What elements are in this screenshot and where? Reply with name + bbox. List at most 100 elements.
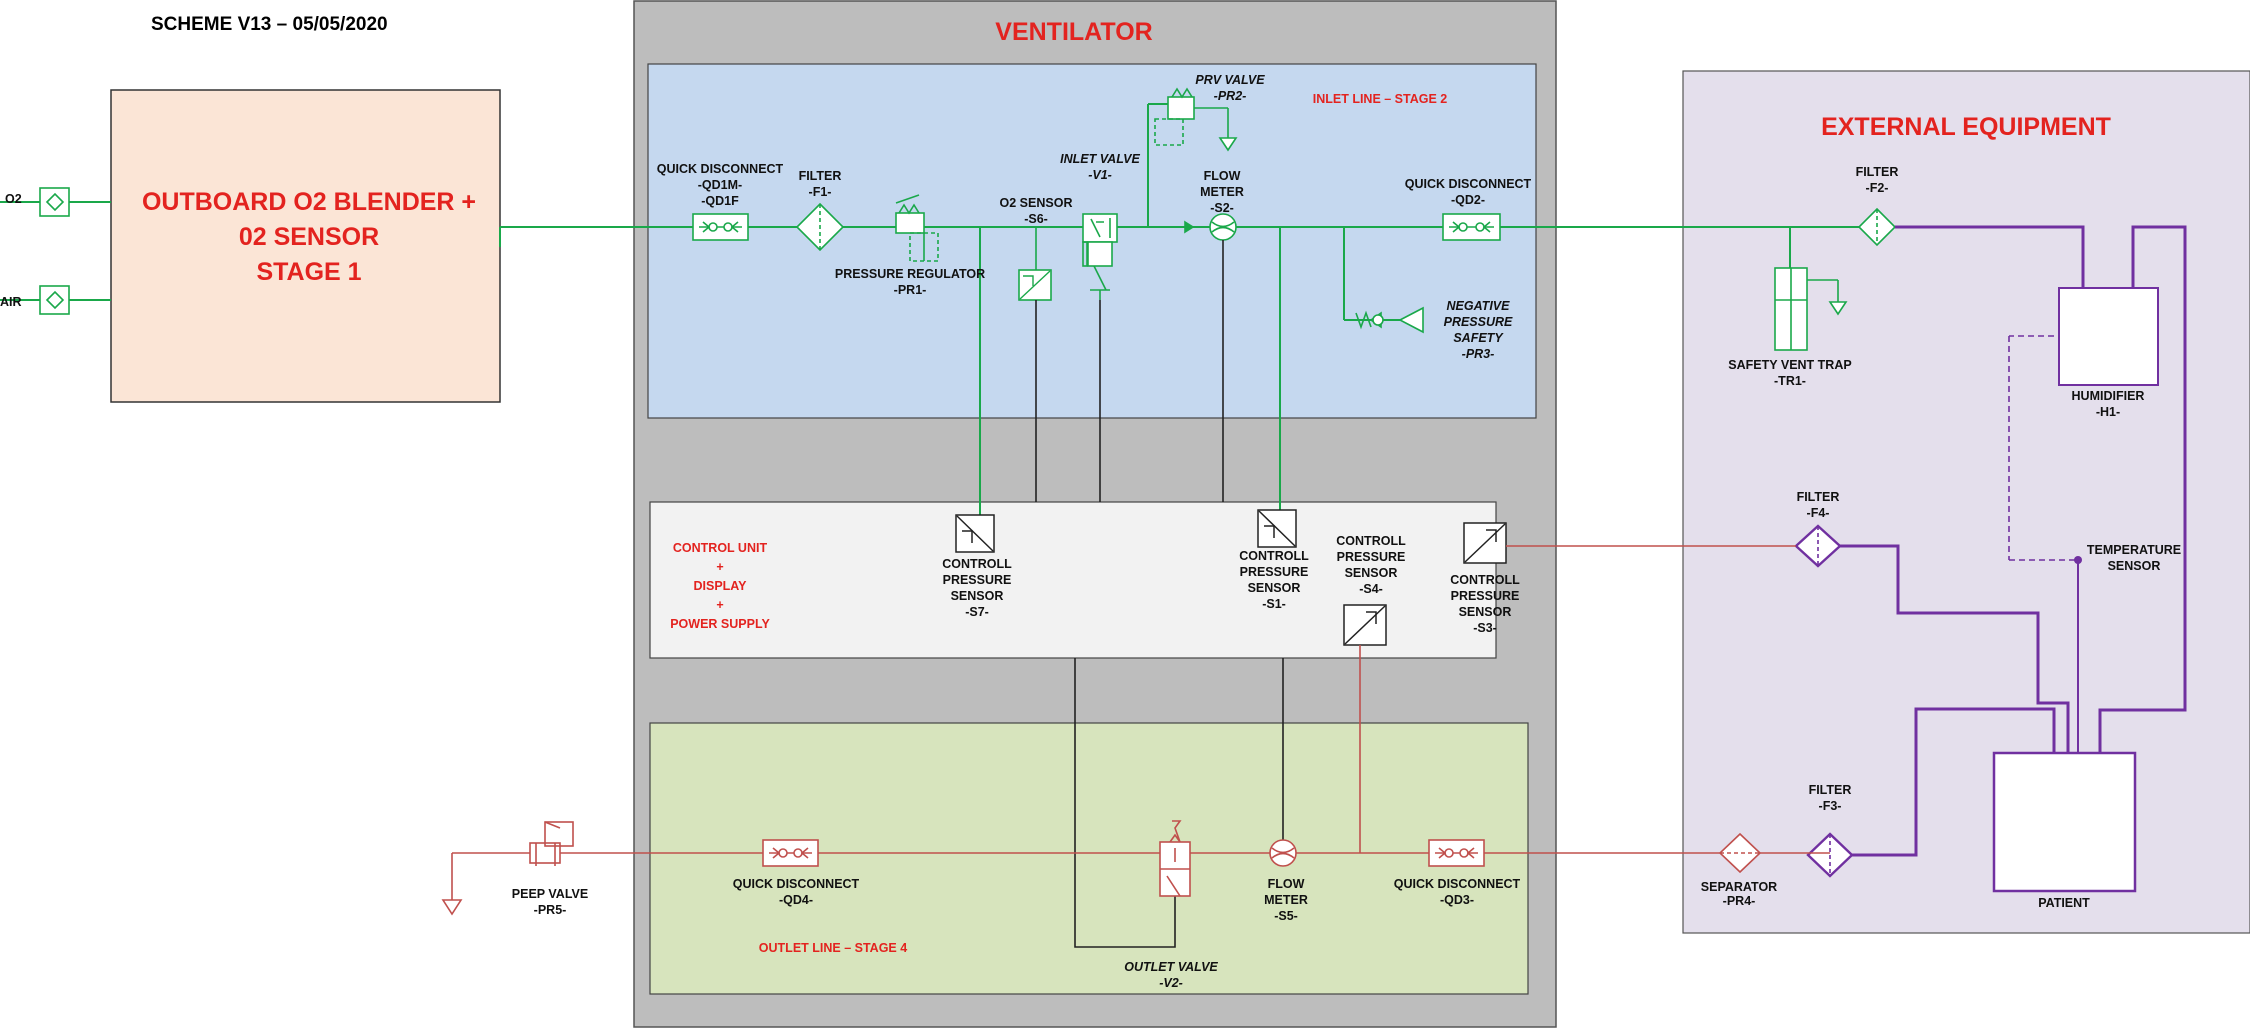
patient-circuit-piping <box>1836 225 2187 857</box>
svg-text:FILTER: FILTER <box>1797 490 1840 504</box>
qd1-label: QUICK DISCONNECT -QD1M- -QD1F <box>657 162 784 208</box>
temperature-sensor-label: TEMPERATURE SENSOR <box>2087 543 2181 573</box>
s4-label: CONTROLL PRESSURE SENSOR -S4- <box>1336 534 1406 596</box>
svg-text:-QD3-: -QD3- <box>1440 893 1474 907</box>
v2-outlet-valve-icon <box>1159 820 1191 897</box>
inlet-stage-label: INLET LINE – STAGE 2 <box>1313 92 1448 106</box>
pr3-negative-pressure-safety-icon <box>1355 306 1424 334</box>
svg-text:SENSOR: SENSOR <box>951 589 1004 603</box>
patient-box <box>1992 751 2137 893</box>
svg-text:OUTBOARD O2 BLENDER +: OUTBOARD O2 BLENDER + <box>142 188 476 216</box>
air-input-label: AIR <box>0 295 22 309</box>
svg-text:-F2-: -F2- <box>1866 181 1889 195</box>
svg-text:QUICK DISCONNECT: QUICK DISCONNECT <box>733 877 860 891</box>
s7-label: CONTROLL PRESSURE SENSOR -S7- <box>942 557 1012 619</box>
svg-text:-QD1M-: -QD1M- <box>698 178 742 192</box>
svg-text:SAFETY VENT TRAP: SAFETY VENT TRAP <box>1728 358 1851 372</box>
pr5-label: PEEP VALVE -PR5- <box>512 887 588 917</box>
pr4-separator-icon <box>1718 832 1762 874</box>
svg-text:-QD1F: -QD1F <box>701 194 739 208</box>
s4-pressure-sensor-icon <box>1343 604 1387 646</box>
f3-filter-icon <box>1806 832 1854 878</box>
svg-text:SEPARATOR: SEPARATOR <box>1701 880 1777 894</box>
svg-text:-S7-: -S7- <box>965 605 989 619</box>
svg-text:FILTER: FILTER <box>1856 165 1899 179</box>
svg-text:-F3-: -F3- <box>1819 799 1842 813</box>
o2-input-label: O2 <box>5 192 22 206</box>
svg-text:SENSOR: SENSOR <box>1345 566 1398 580</box>
svg-text:-S3-: -S3- <box>1473 621 1497 635</box>
external-equipment-panel <box>1682 70 2250 934</box>
s2-label: FLOW METER -S2- <box>1200 169 1244 215</box>
exhaust-vent-icon <box>441 899 463 916</box>
h1-label: HUMIDIFIER -H1- <box>2072 389 2145 419</box>
svg-text:CONTROLL: CONTROLL <box>1336 534 1406 548</box>
svg-text:SAFETY: SAFETY <box>1453 331 1504 345</box>
o2-input-connector-icon <box>39 187 70 217</box>
qd2-quick-disconnect-icon <box>1442 213 1501 241</box>
qd3-quick-disconnect-icon <box>1428 839 1485 867</box>
svg-text:FLOW: FLOW <box>1268 877 1305 891</box>
svg-text:QUICK DISCONNECT: QUICK DISCONNECT <box>657 162 784 176</box>
s7-pressure-sensor-icon <box>955 514 995 553</box>
s6-label: O2 SENSOR -S6- <box>1000 196 1073 226</box>
blender-box <box>110 89 501 403</box>
svg-text:CONTROLL: CONTROLL <box>1450 573 1520 587</box>
pr4-label: SEPARATOR -PR4- <box>1701 880 1777 908</box>
svg-text:STAGE 1: STAGE 1 <box>256 258 361 286</box>
svg-text:-S2-: -S2- <box>1210 201 1234 215</box>
pr1-label: PRESSURE REGULATOR -PR1- <box>835 267 985 297</box>
svg-text:CONTROLL: CONTROLL <box>1239 549 1309 563</box>
svg-text:-PR4-: -PR4- <box>1723 894 1756 908</box>
s1-pressure-sensor-icon <box>1257 509 1297 548</box>
f4-filter-icon <box>1794 524 1842 568</box>
v1-inlet-valve-icon <box>1082 213 1118 300</box>
svg-text:PEEP VALVE: PEEP VALVE <box>512 887 588 901</box>
scheme-title: SCHEME V13 – 05/05/2020 <box>151 14 388 35</box>
qd1-quick-disconnect-icon <box>692 213 749 241</box>
control-wiring <box>1074 658 1284 948</box>
svg-text:02 SENSOR: 02 SENSOR <box>239 223 379 251</box>
tr1-safety-vent-trap-icon <box>1774 267 1848 351</box>
svg-text:HUMIDIFIER: HUMIDIFIER <box>2072 389 2145 403</box>
qd4-quick-disconnect-icon <box>762 839 819 867</box>
svg-text:PRESSURE REGULATOR: PRESSURE REGULATOR <box>835 267 985 281</box>
qd2-label: QUICK DISCONNECT -QD2- <box>1405 177 1532 207</box>
svg-text:-PR2-: -PR2- <box>1214 89 1247 103</box>
f3-label: FILTER -F3- <box>1809 783 1852 813</box>
svg-text:PRV VALVE: PRV VALVE <box>1195 73 1265 87</box>
svg-text:-S1-: -S1- <box>1262 597 1286 611</box>
svg-text:SENSOR: SENSOR <box>1248 581 1301 595</box>
blender-label: OUTBOARD O2 BLENDER + 02 SENSOR STAGE 1 <box>142 188 476 286</box>
svg-text:SENSOR: SENSOR <box>2108 559 2161 573</box>
qd4-label: QUICK DISCONNECT -QD4- <box>733 877 860 907</box>
control-unit-label: CONTROL UNIT + DISPLAY + POWER SUPPLY <box>670 541 770 631</box>
svg-text:-QD2-: -QD2- <box>1451 193 1485 207</box>
pr1-pressure-regulator-icon <box>895 194 939 262</box>
svg-text:QUICK DISCONNECT: QUICK DISCONNECT <box>1394 877 1521 891</box>
svg-text:POWER SUPPLY: POWER SUPPLY <box>670 617 770 631</box>
h1-humidifier-box <box>2058 287 2159 386</box>
svg-text:-H1-: -H1- <box>2096 405 2120 419</box>
pr5-peep-valve-icon <box>529 821 574 866</box>
svg-text:METER: METER <box>1264 893 1308 907</box>
svg-text:QUICK DISCONNECT: QUICK DISCONNECT <box>1405 177 1532 191</box>
f2-filter-icon <box>1857 207 1897 247</box>
pr2-label: PRV VALVE -PR2- <box>1195 73 1265 103</box>
s3-label: CONTROLL PRESSURE SENSOR -S3- <box>1450 573 1520 635</box>
svg-text:DISPLAY: DISPLAY <box>693 579 747 593</box>
svg-text:-F1-: -F1- <box>809 185 832 199</box>
svg-text:PRESSURE: PRESSURE <box>1444 315 1513 329</box>
svg-text:METER: METER <box>1200 185 1244 199</box>
f1-label: FILTER -F1- <box>799 169 842 199</box>
s5-label: FLOW METER -S5- <box>1264 877 1308 923</box>
s6-o2-sensor-icon <box>1018 227 1052 502</box>
svg-text:-QD4-: -QD4- <box>779 893 813 907</box>
qd3-label: QUICK DISCONNECT -QD3- <box>1394 877 1521 907</box>
svg-text:TEMPERATURE: TEMPERATURE <box>2087 543 2181 557</box>
svg-text:-PR5-: -PR5- <box>534 903 567 917</box>
f1-filter-icon <box>795 202 845 252</box>
svg-text:O2 SENSOR: O2 SENSOR <box>1000 196 1073 210</box>
svg-text:OUTLET VALVE: OUTLET VALVE <box>1124 960 1218 974</box>
